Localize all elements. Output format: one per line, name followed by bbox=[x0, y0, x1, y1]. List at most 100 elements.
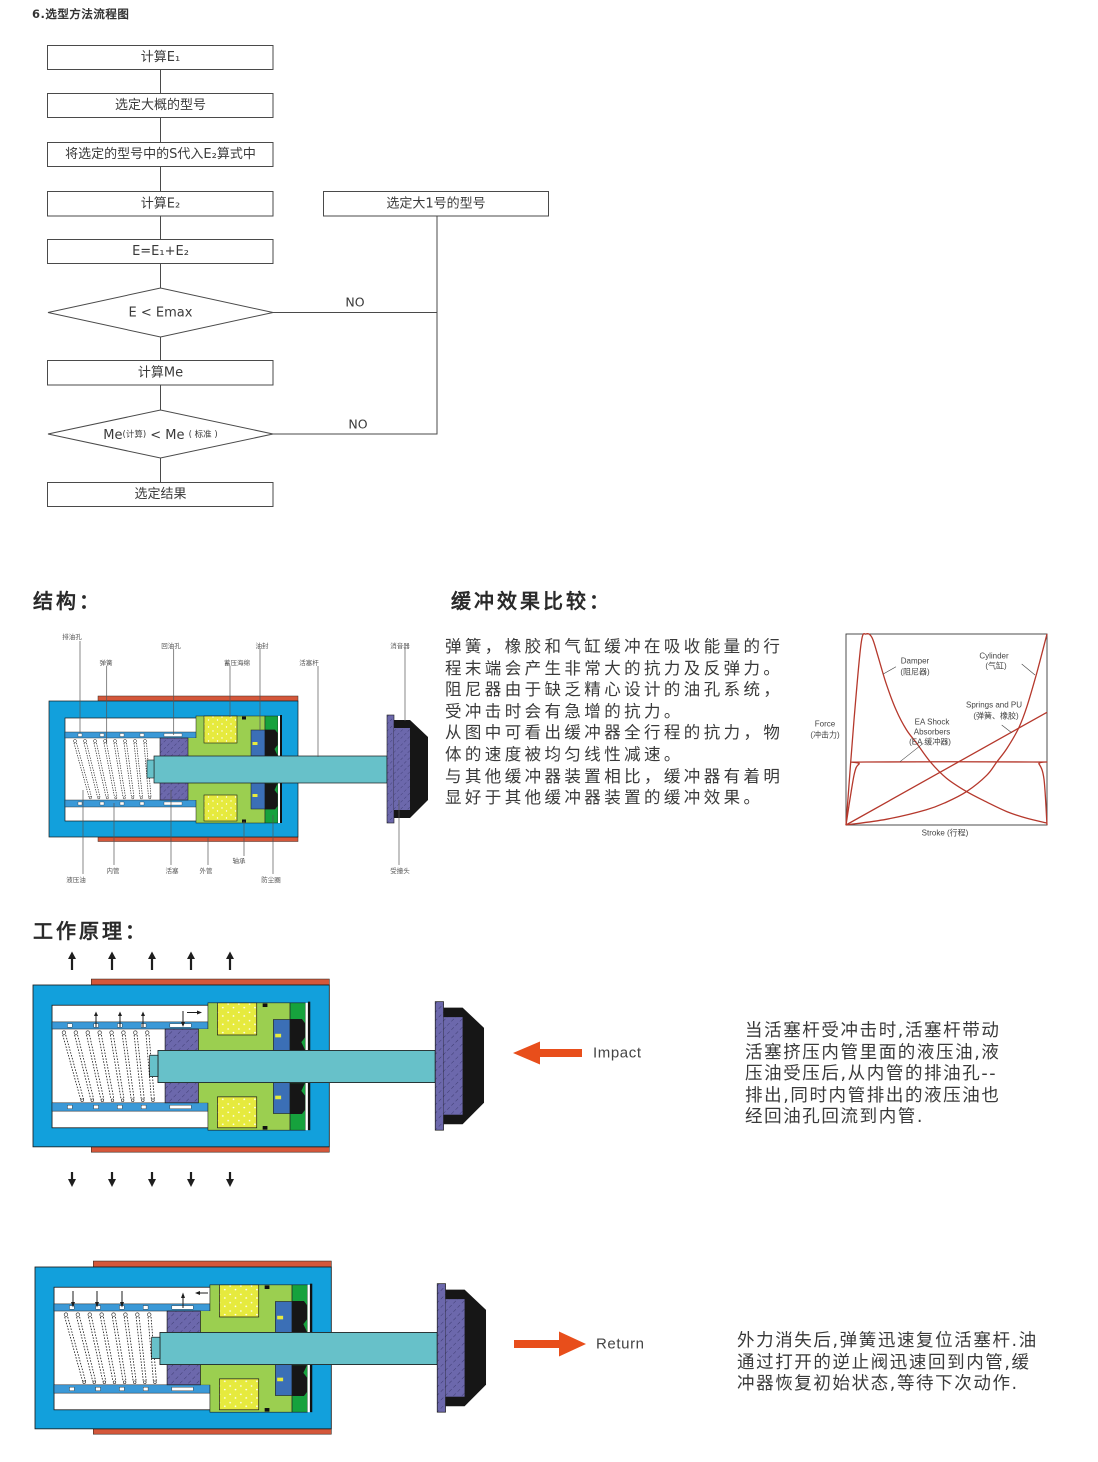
arrow-up-icon bbox=[108, 951, 116, 970]
me-calc: Me bbox=[103, 428, 122, 443]
ea-label-line2: Absorbers bbox=[914, 728, 950, 737]
y-axis-label-cn: (冲击力) bbox=[810, 730, 840, 740]
flow-step-calc-e1: 计算E₁ bbox=[47, 45, 274, 70]
arrow-down-icon bbox=[68, 1172, 76, 1187]
flow-step-label: 计算Me bbox=[138, 366, 183, 381]
chart-series-group bbox=[845, 632, 1048, 826]
damper-leader bbox=[883, 666, 897, 675]
impact-line: 经回油孔回流到内管. bbox=[745, 1107, 925, 1128]
comparison-line: 从图中可看出缓冲器全行程的抗力，物 bbox=[445, 723, 784, 743]
me-standard-note: ( 标准 ) bbox=[189, 429, 218, 440]
ea-label-line1: EA Shock bbox=[915, 718, 951, 727]
flow-step-calc-me: 计算Me bbox=[47, 360, 274, 386]
comparison-line: 弹簧，橡胶和气缸缓冲在吸收能量的行 bbox=[445, 637, 784, 656]
chart-annotation-leaders bbox=[883, 663, 1036, 762]
flow-box bbox=[47, 482, 274, 507]
label-spring: 弹簧 bbox=[100, 658, 114, 667]
springs-label-cn: (弹簧、橡胶) bbox=[973, 711, 1019, 721]
impact-label: Impact bbox=[593, 1045, 642, 1062]
label-return-oil-hole: 回油孔 bbox=[161, 641, 181, 650]
springs-label: Springs and PU bbox=[966, 701, 1022, 710]
flow-decision-label: E < Emax bbox=[129, 306, 193, 321]
arrow-up-icon bbox=[181, 1292, 185, 1308]
comparison-line: 体的速度被均匀线性减速。 bbox=[445, 744, 684, 764]
label-hydraulic-oil: 液压油 bbox=[66, 875, 86, 884]
arrow-down-icon bbox=[226, 1172, 234, 1187]
flow-decision-emax: E < Emax bbox=[47, 287, 274, 338]
internal-flow-arrows bbox=[94, 1010, 202, 1027]
return-line: 通过打开的逆止阀迅速回到内管,缓 bbox=[737, 1352, 1031, 1373]
flow-decision-me: Me(计算) < Me ( 标准 ) bbox=[47, 409, 274, 459]
me-op: < Me bbox=[146, 428, 189, 443]
ea-label-cn: (EA 缓冲器) bbox=[909, 737, 951, 747]
flow-diamond bbox=[47, 409, 274, 459]
return-diagram: Return bbox=[34, 1260, 644, 1435]
arrow-right-icon bbox=[187, 1010, 202, 1015]
label-dust-ring: 防尘圈 bbox=[261, 875, 281, 884]
arrow-up-icon bbox=[187, 951, 195, 970]
y-axis-label: Force bbox=[815, 720, 836, 729]
arrow-up-icon bbox=[118, 1011, 122, 1027]
comparison-line: 阻尼器由于缺乏精心设计的油孔系统， bbox=[445, 680, 784, 700]
comparison-heading: 缓冲效果比较： bbox=[451, 589, 612, 613]
arrow-down-icon bbox=[148, 1172, 156, 1187]
label-inner-tube: 内管 bbox=[107, 866, 121, 875]
flow-step-sum-e: E=E₁+E₂ bbox=[47, 239, 274, 264]
label-accumulator-sponge: 蓄压海绵 bbox=[224, 658, 251, 667]
selection-flowchart: 计算E₁ 选定大概的型号 将选定的型号中的S代入E₂算式中 计算E₂ 选定大1号… bbox=[47, 45, 549, 507]
label-oil-seal: 油封 bbox=[256, 641, 270, 650]
label-impact-head: 受撞头 bbox=[390, 866, 410, 875]
impact-line: 压油受压后,从内管的排油孔-- bbox=[745, 1064, 998, 1085]
structure-leaders bbox=[79, 641, 406, 874]
flow-step-label: 计算E₂ bbox=[141, 197, 180, 212]
arrow-down-icon bbox=[120, 1291, 124, 1308]
cylinder-label: Cylinder bbox=[979, 652, 1009, 661]
flow-step-select-larger-model: 选定大1号的型号 bbox=[323, 191, 549, 217]
flow-step-label: 计算E₁ bbox=[141, 50, 180, 65]
impact-arrow-icon bbox=[513, 1041, 582, 1065]
arrow-down-icon bbox=[95, 1291, 99, 1308]
me-calc-note: (计算) bbox=[123, 429, 147, 440]
return-arrow-icon bbox=[514, 1331, 586, 1357]
structure-part-labels: 排油孔 弹簧 回油孔 蓄压海绵 油封 活塞杆 消音器 液压油 内管 活塞 外管 … bbox=[62, 632, 410, 884]
label-silencer: 消音器 bbox=[390, 641, 410, 650]
flow-box bbox=[47, 239, 274, 264]
flow-step-select-approx-model: 选定大概的型号 bbox=[47, 93, 274, 118]
arrow-down-icon bbox=[181, 1011, 185, 1027]
comparison-paragraph: 弹簧，橡胶和气缸缓冲在吸收能量的行 程末端会产生非常大的抗力及反弹力。 阻尼器由… bbox=[445, 636, 783, 809]
flow-step-label: 将选定的型号中的S代入E₂算式中 bbox=[65, 146, 256, 162]
flow-step-result: 选定结果 bbox=[47, 482, 274, 507]
flow-no-label: NO bbox=[345, 295, 364, 310]
flow-step-label: 选定大概的型号 bbox=[115, 97, 206, 113]
return-line: 冲器恢复初始状态,等待下次动作. bbox=[737, 1374, 1019, 1395]
outflow-arrows-bottom bbox=[68, 1172, 234, 1187]
label-bearing: 轴承 bbox=[233, 856, 247, 865]
comparison-line: 程末端会产生非常大的抗力及反弹力。 bbox=[445, 658, 784, 678]
impact-description: 当活塞杆受冲击时,活塞杆带动 活塞挤压内管里面的液压油,液 压油受压后,从内管的… bbox=[745, 1021, 1000, 1129]
damper-label-cn: (阻尼器) bbox=[900, 668, 930, 677]
flow-box bbox=[47, 93, 274, 118]
series-line-damper bbox=[845, 632, 1048, 826]
flow-box bbox=[323, 191, 549, 217]
flow-step-substitute-s: 将选定的型号中的S代入E₂算式中 bbox=[47, 142, 274, 167]
flow-box bbox=[47, 45, 274, 70]
flow-step-calc-e2: 计算E₂ bbox=[47, 191, 274, 217]
flow-no-connector-2 bbox=[273, 216, 438, 435]
impact-line: 活塞挤压内管里面的液压油,液 bbox=[745, 1042, 1001, 1063]
page-title: 6.选型方法流程图 bbox=[32, 7, 130, 21]
flow-step-label: E=E₁+E₂ bbox=[132, 244, 189, 259]
arrow-down-icon bbox=[187, 1172, 195, 1187]
cylinder-label-cn: (气缸) bbox=[985, 661, 1007, 671]
outflow-arrows-top bbox=[68, 951, 234, 970]
x-axis-label: Stroke (行程) bbox=[922, 828, 969, 838]
structure-heading: 结构： bbox=[33, 589, 102, 613]
ea-leader bbox=[899, 743, 924, 762]
arrow-up-icon bbox=[141, 1011, 145, 1027]
arrow-up-icon bbox=[226, 951, 234, 970]
arrow-down-icon bbox=[71, 1291, 75, 1308]
return-line: 外力消失后,弹簧迅速复位活塞杆.油 bbox=[737, 1331, 1038, 1351]
impact-diagram: Impact bbox=[32, 951, 642, 1187]
internal-flow-arrows bbox=[71, 1291, 208, 1308]
arrow-down-icon bbox=[108, 1172, 116, 1187]
